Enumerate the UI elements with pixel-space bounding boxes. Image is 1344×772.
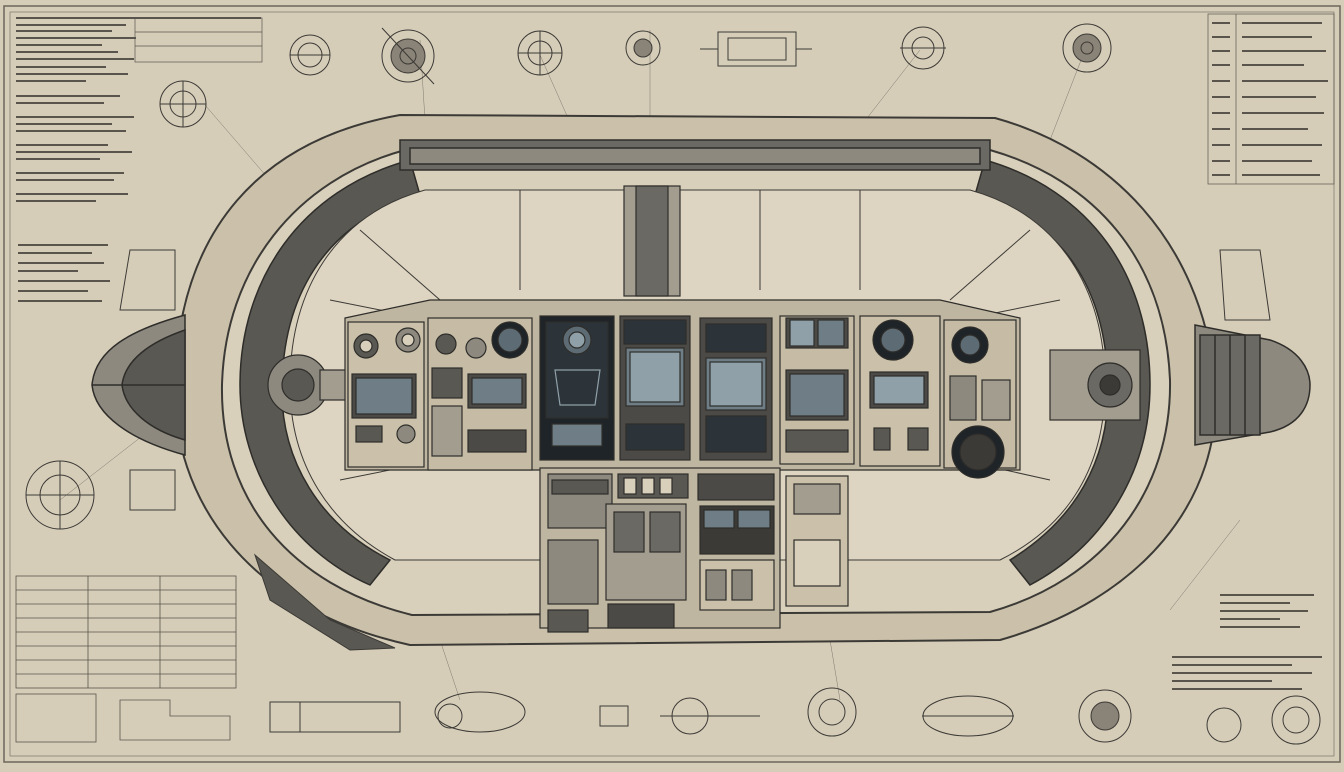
notes-mid-left (18, 244, 110, 302)
detail-sketch-6 (900, 26, 946, 70)
left-nozzle (91, 314, 186, 456)
dashboard (344, 299, 1021, 479)
detail-sketch-1 (289, 34, 331, 76)
sheet-border (3, 5, 1341, 763)
notes-top-left (16, 17, 261, 202)
bottom-sketches (269, 687, 1321, 745)
right-engine (1194, 324, 1311, 446)
notes-top-right-lines (1212, 22, 1328, 176)
left-mechanism (267, 354, 351, 416)
right-mechanism (1049, 349, 1141, 421)
lower-console (539, 467, 781, 633)
center-pillar (623, 185, 681, 297)
detail-sketch-5 (700, 31, 812, 67)
notes-top-right (1207, 13, 1335, 185)
detail-sketch-left (159, 80, 207, 128)
detail-sketch-2 (381, 27, 435, 85)
pilot-seat (785, 475, 849, 607)
spec-table-left (15, 575, 237, 743)
detail-sketch-left-lower (25, 460, 95, 530)
notes-mid-right (1172, 594, 1322, 690)
hull-inner-frame (239, 139, 1151, 586)
hull-fins (119, 249, 1271, 651)
detail-sketch-7 (1062, 23, 1112, 73)
detail-sketch-3 (517, 30, 563, 76)
notes-box-top (134, 17, 263, 63)
detail-sketch-4 (625, 30, 661, 66)
